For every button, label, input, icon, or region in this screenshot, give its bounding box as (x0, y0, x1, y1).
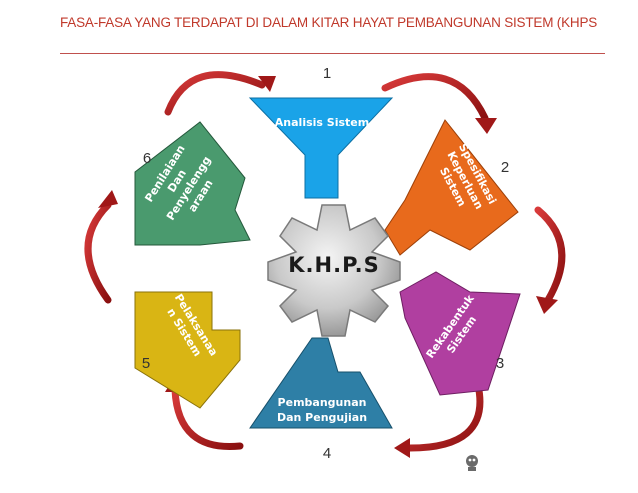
center-gear: K.H.P.S (267, 204, 401, 337)
arrowhead-3 (536, 296, 558, 314)
phase-6-number: 6 (143, 150, 151, 167)
phase-2-segment (384, 119, 519, 256)
page-title: FASA-FASA YANG TERDAPAT DI DALAM KITAR H… (60, 15, 598, 30)
phase-1-segment (248, 97, 394, 199)
phase-1-label: Analisis Sistem (275, 116, 369, 129)
arrow-3-to-4 (401, 381, 484, 452)
phase-2-number: 2 (501, 159, 509, 176)
arrow-1-to-2 (381, 73, 489, 122)
arrowhead-2 (475, 118, 497, 134)
phase-4-label-line1: Pembangunan (278, 396, 367, 409)
phase-4-number: 4 (323, 445, 331, 462)
phase-4-segment (249, 337, 393, 429)
arrow-4-to-5 (171, 386, 244, 451)
phase-4-label-line2: Dan Pengujian (277, 411, 367, 424)
arrow-5-to-6 (84, 201, 112, 304)
cycle-arrows (84, 71, 566, 452)
robot-icon (466, 455, 478, 471)
center-label: K.H.P.S (288, 253, 379, 277)
arrowhead-1 (258, 76, 276, 92)
phase-numbers: 1 2 3 4 5 6 (142, 65, 509, 462)
phase-segments (134, 97, 521, 429)
phase-6-segment (134, 121, 251, 246)
arrow-6-to-1 (164, 71, 266, 116)
arrowhead-6 (98, 190, 118, 208)
phase-3-number: 3 (496, 355, 504, 372)
phase-1-number: 1 (323, 65, 331, 82)
phase-5-segment (134, 291, 241, 409)
phase-3-segment (399, 271, 521, 396)
title-divider (60, 53, 605, 54)
phase-5-number: 5 (142, 355, 150, 372)
arrow-2-to-3 (534, 206, 566, 304)
arrowhead-4 (394, 438, 410, 458)
